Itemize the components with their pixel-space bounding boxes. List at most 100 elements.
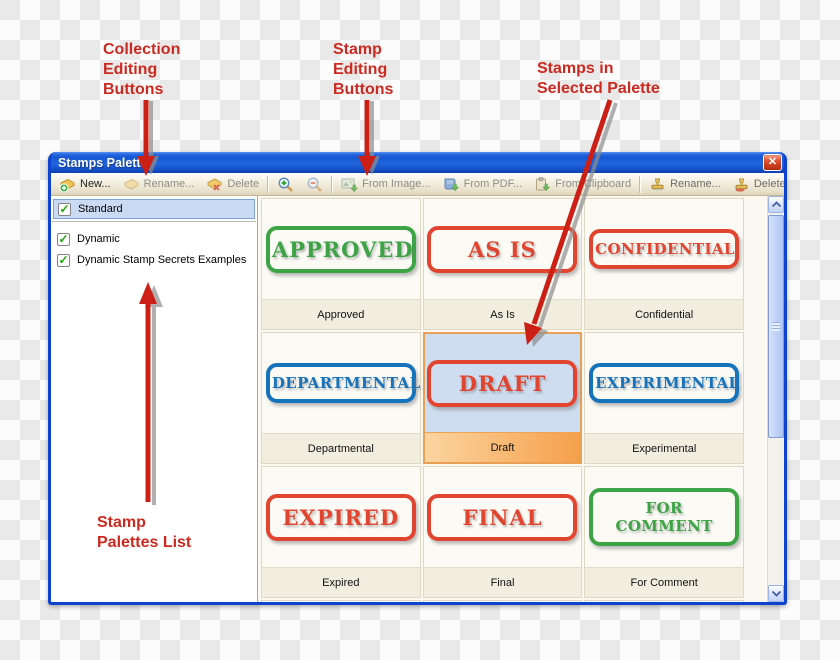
titlebar: Stamps Palette ✕	[51, 152, 784, 173]
from-clipboard-label: From Clipboard	[555, 178, 632, 190]
window-title: Stamps Palette	[58, 155, 148, 170]
new-palette-button[interactable]: New...	[53, 174, 117, 195]
stamp-face: DRAFT	[427, 359, 578, 407]
scroll-track[interactable]	[768, 438, 784, 585]
from-pdf-button[interactable]: From PDF...	[437, 174, 529, 195]
stamp-cell-as-is[interactable]: AS IS As Is	[422, 198, 583, 330]
stamp-image: APPROVED	[262, 199, 420, 299]
stamp-cell-expired[interactable]: EXPIRED Expired	[261, 466, 421, 598]
stamp-label: Expired	[262, 567, 420, 597]
list-divider	[52, 221, 256, 222]
stamp-cell-for-comment[interactable]: FOR COMMENT For Comment	[584, 466, 744, 598]
stamp-image: FOR COMMENT	[585, 467, 743, 567]
stamps-grid: APPROVED Approved AS IS As Is CONFIDENTI…	[258, 196, 767, 602]
stamp-image: AS IS	[424, 199, 582, 299]
palette-checkbox[interactable]: ✓	[57, 252, 70, 267]
stamp-face: CONFIDENTIAL	[589, 229, 740, 269]
checkmark-icon: ✓	[58, 252, 69, 267]
stamp-cell-draft[interactable]: DRAFT Draft	[422, 332, 583, 464]
delete-stamp-button[interactable]: Delete	[727, 174, 784, 195]
palette-item-label: Dynamic	[77, 233, 120, 245]
rename-palette-label: Rename...	[143, 178, 195, 190]
delete-palette-button[interactable]: Delete	[200, 174, 265, 195]
toolbar-separator	[639, 175, 642, 193]
scroll-down-button[interactable]	[768, 585, 784, 602]
palette-checkbox[interactable]: ✓	[58, 201, 71, 216]
annotation-stamps-in-palette: Stamps in Selected Palette	[537, 60, 660, 97]
stamp-cell-approved[interactable]: APPROVED Approved	[261, 198, 421, 330]
stamp-label: Departmental	[262, 433, 420, 463]
palette-checkbox[interactable]: ✓	[57, 231, 70, 246]
annotation-palettes-list: Stamp Palettes List	[97, 514, 192, 551]
book-rename-icon	[123, 176, 140, 193]
stamp-image: CONFIDENTIAL	[585, 199, 743, 299]
scrollbar[interactable]	[767, 196, 784, 602]
scroll-up-button[interactable]	[768, 196, 784, 213]
stamp-cell-experimental[interactable]: EXPERIMENTAL Experimental	[584, 332, 744, 464]
close-icon: ✕	[767, 156, 778, 168]
stamps-palette-window: Stamps Palette ✕ New... Rename...	[48, 152, 787, 605]
rename-stamp-button[interactable]: Rename...	[643, 174, 727, 195]
rename-palette-button[interactable]: Rename...	[117, 174, 201, 195]
from-image-button[interactable]: From Image...	[335, 174, 436, 195]
delete-palette-label: Delete	[227, 178, 260, 190]
close-button[interactable]: ✕	[763, 154, 782, 171]
book-delete-icon	[206, 176, 223, 193]
stamp-cell	[422, 600, 583, 602]
stamp-label: Draft	[424, 432, 581, 462]
zoom-out-button[interactable]	[300, 174, 329, 195]
checkmark-icon: ✓	[59, 201, 70, 216]
from-pdf-label: From PDF...	[463, 178, 523, 190]
toolbar-separator	[267, 175, 270, 193]
palette-item-dynamic[interactable]: ✓ Dynamic	[53, 229, 255, 249]
stamp-label: Experimental	[585, 433, 743, 463]
stamp-image: EXPERIMENTAL	[585, 333, 743, 433]
checkmark-icon: ✓	[58, 231, 69, 246]
thumb-grip-icon	[772, 322, 780, 331]
scroll-thumb[interactable]	[768, 215, 784, 438]
toolbar-separator	[331, 175, 334, 193]
zoom-out-icon	[306, 176, 323, 193]
stamp-label: Confidential	[585, 299, 743, 329]
palette-item-label: Standard	[78, 203, 123, 215]
stamp-face: FOR COMMENT	[589, 488, 740, 546]
pdf-icon	[443, 176, 460, 193]
book-add-icon	[59, 176, 76, 193]
stamp-face: APPROVED	[265, 225, 416, 273]
stamp-delete-icon	[733, 176, 750, 193]
stamp-image: EXPIRED	[262, 467, 420, 567]
stamp-face: EXPIRED	[265, 493, 416, 541]
stamp-cell-confidential[interactable]: CONFIDENTIAL Confidential	[584, 198, 744, 330]
stamp-label: As Is	[423, 299, 582, 329]
annotation-stamp-editing: Stamp Editing Buttons	[333, 41, 394, 98]
stamp-face: FINAL	[427, 493, 578, 541]
stamp-label: Approved	[262, 299, 420, 329]
stamp-face: EXPERIMENTAL	[589, 363, 740, 403]
stamp-image: DEPARTMENTAL	[262, 333, 420, 433]
stamp-cell-departmental[interactable]: DEPARTMENTAL Departmental	[261, 332, 421, 464]
zoom-in-button[interactable]	[271, 174, 300, 195]
palette-item-label: Dynamic Stamp Secrets Examples	[77, 254, 247, 266]
new-palette-label: New...	[80, 178, 111, 190]
toolbar: New... Rename... Delete	[51, 173, 784, 196]
stamp-cell	[584, 600, 744, 602]
from-clipboard-button[interactable]: From Clipboard	[528, 174, 637, 195]
stamp-image: DRAFT	[424, 334, 581, 432]
clipboard-icon	[534, 176, 551, 193]
chevron-down-icon	[771, 590, 781, 597]
rename-stamp-label: Rename...	[670, 178, 721, 190]
stamp-cell-final[interactable]: FINAL Final	[422, 466, 583, 598]
stamp-image: FINAL	[424, 467, 582, 567]
stamp-label: Final	[423, 567, 582, 597]
palette-item-standard[interactable]: ✓ Standard	[53, 199, 255, 219]
delete-stamp-label: Delete	[753, 178, 784, 190]
from-image-label: From Image...	[362, 178, 431, 190]
stamp-face: AS IS	[427, 225, 578, 273]
stamp-cell	[261, 600, 421, 602]
stamp-face: DEPARTMENTAL	[265, 363, 420, 403]
stamp-label: For Comment	[585, 567, 743, 597]
zoom-in-icon	[277, 176, 294, 193]
palette-item-dynamic-stamp-secrets[interactable]: ✓ Dynamic Stamp Secrets Examples	[53, 250, 255, 270]
annotation-collection-editing: Collection Editing Buttons	[103, 41, 181, 98]
chevron-up-icon	[771, 201, 781, 208]
